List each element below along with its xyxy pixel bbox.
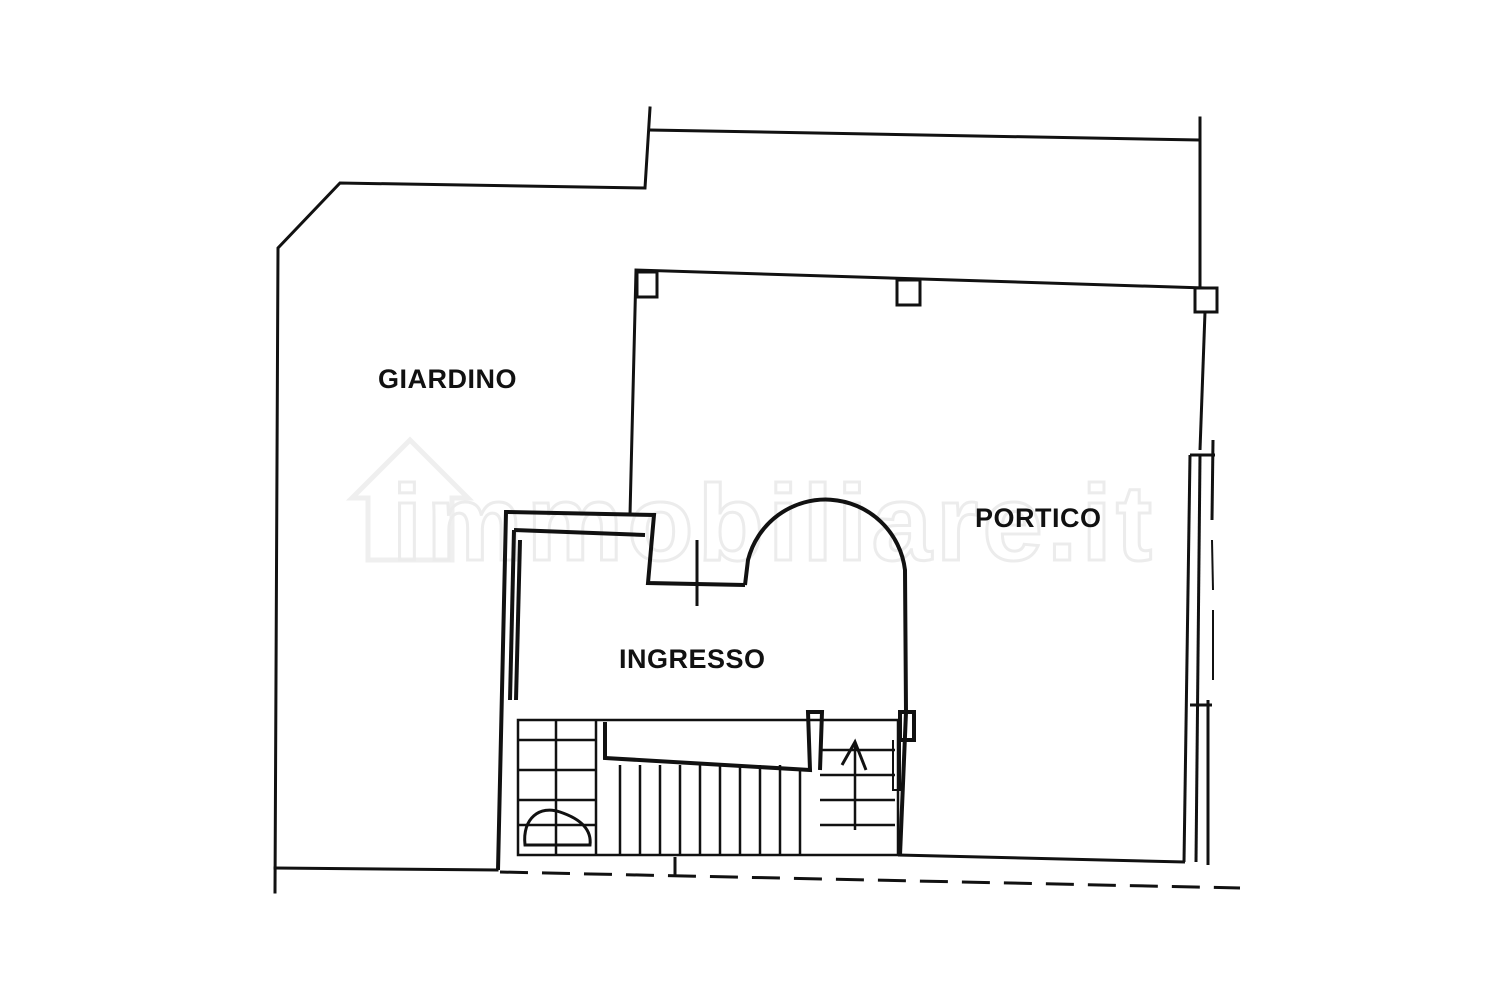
pillar-middle: [895, 278, 922, 307]
watermark-house-icon: [345, 436, 475, 563]
room-label-ingresso: INGRESSO: [619, 644, 766, 674]
door-jamb: [898, 710, 916, 742]
garden-boundary: [273, 106, 1202, 894]
staircase: [516, 718, 900, 857]
portico-walls: [628, 268, 1219, 865]
room-label-giardino: GIARDINO: [378, 364, 517, 394]
property-line: [499, 857, 1241, 890]
pillar-right: [1193, 286, 1219, 314]
stair-landing-curve: [523, 808, 592, 847]
ingresso-walls: [496, 497, 916, 871]
room-label-portico: PORTICO: [975, 503, 1102, 533]
pillar-left: [635, 270, 659, 299]
stair-direction-arrow-icon: [840, 738, 868, 771]
staircase-outline: [516, 718, 900, 857]
